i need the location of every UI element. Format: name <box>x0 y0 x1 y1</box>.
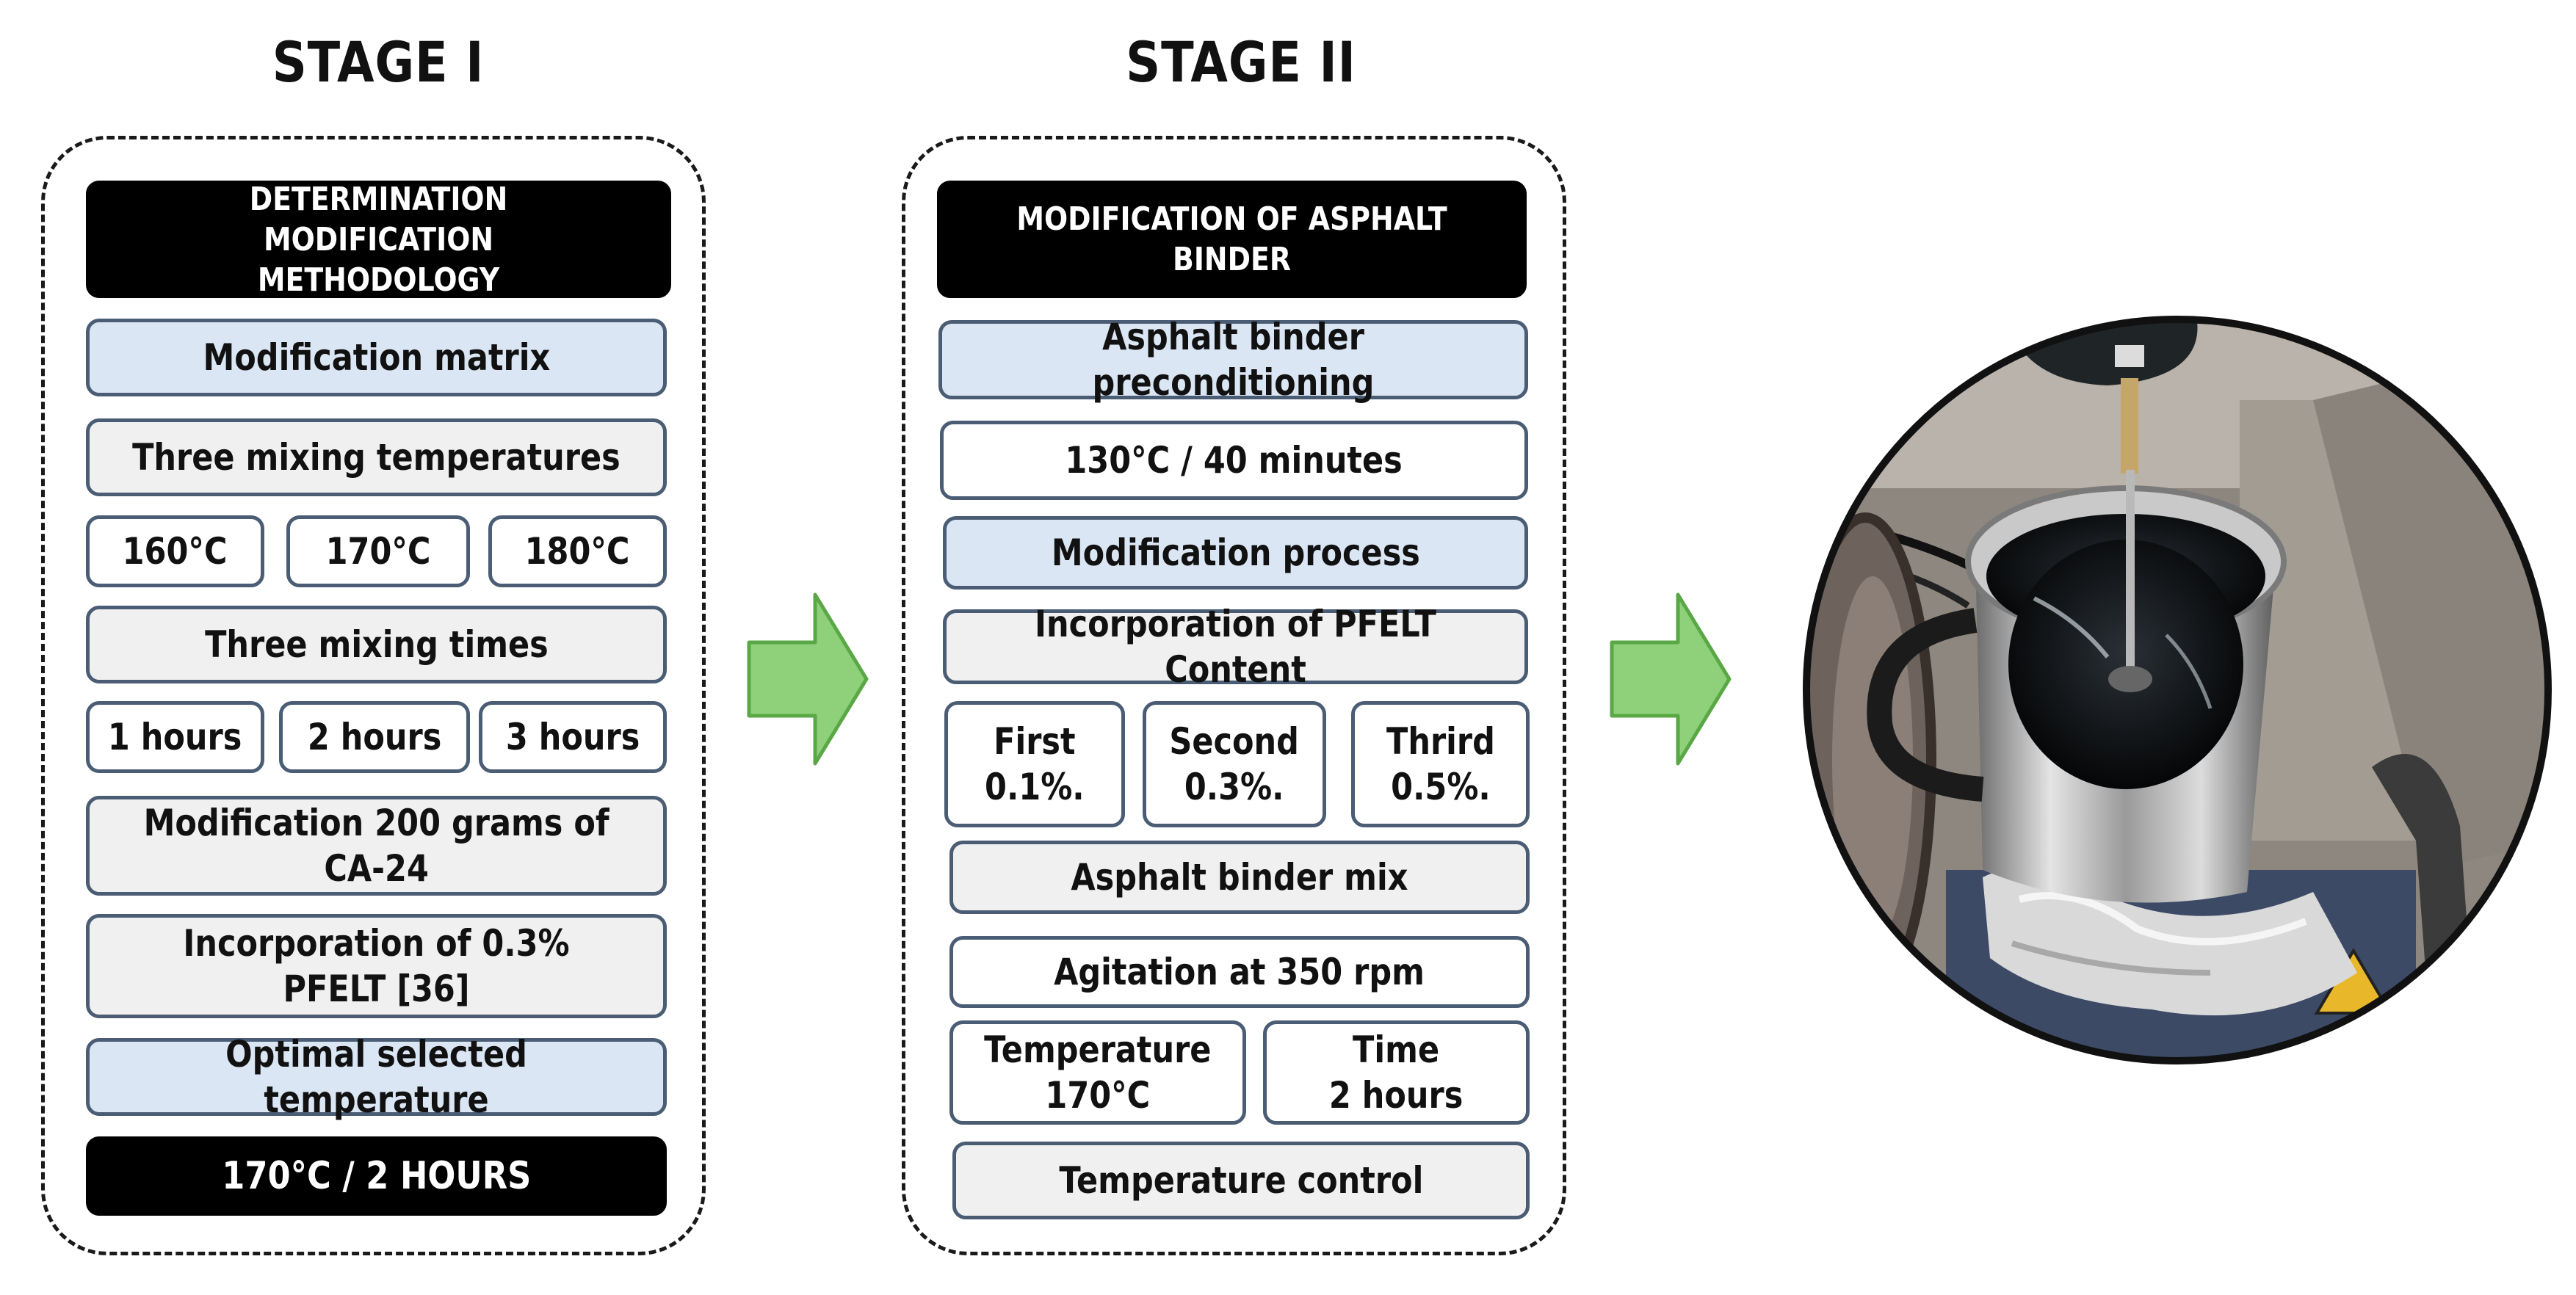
asphalt-mixer-photo <box>1803 316 2552 1064</box>
temperature-control-box: Temperature control <box>952 1142 1530 1219</box>
preconditioning-box: Asphalt binder preconditioning <box>938 316 1528 404</box>
stage-1-title: STAGE I <box>272 29 485 95</box>
binder-mix-box: Asphalt binder mix <box>949 841 1530 914</box>
modification-process-box: Modification process <box>943 516 1528 590</box>
mixing-temperatures-box: Three mixing temperatures <box>86 418 667 496</box>
content-option-second: Second 0.3%. <box>1143 701 1326 827</box>
optimal-temperature-box: Optimal selected temperature <box>86 1033 667 1121</box>
temperature-option-3: 180°C <box>488 515 667 587</box>
mixing-times-box: Three mixing times <box>86 606 667 683</box>
right-arrow-icon <box>1610 592 1732 766</box>
temperature-parameter-box: Temperature 170°C <box>949 1020 1246 1125</box>
optimal-result-box: 170°C / 2 HOURS <box>86 1136 667 1216</box>
stage-1-header: DETERMINATION MODIFICATION METHODOLOGY <box>86 181 671 299</box>
pfelt-content-box: Incorporation of PFELT Content <box>943 603 1528 691</box>
modification-amount-box: Modification 200 grams of CA-24 <box>86 796 667 896</box>
time-option-2: 2 hours <box>279 701 470 773</box>
right-arrow-icon <box>747 592 869 766</box>
content-option-third: Thrird 0.5%. <box>1351 701 1530 827</box>
temperature-option-1: 160°C <box>86 515 264 587</box>
agitation-box: Agitation at 350 rpm <box>949 936 1530 1008</box>
temperature-option-2: 170°C <box>286 515 470 587</box>
stage-2-title: STAGE II <box>1126 29 1356 95</box>
stage-1-panel <box>41 136 706 1255</box>
time-option-1: 1 hours <box>86 701 264 773</box>
stage-2-panel <box>902 136 1566 1255</box>
time-option-3: 3 hours <box>479 701 667 773</box>
pfelt-incorporation-box: Incorporation of 0.3% PFELT [36] <box>86 914 667 1018</box>
modification-matrix-box: Modification matrix <box>86 319 667 396</box>
time-parameter-box: Time 2 hours <box>1263 1020 1530 1125</box>
preconditioning-value-box: 130°C / 40 minutes <box>940 421 1528 500</box>
stage-2-header: MODIFICATION OF ASPHALT BINDER <box>937 181 1527 298</box>
content-option-first: First 0.1%. <box>944 701 1125 827</box>
